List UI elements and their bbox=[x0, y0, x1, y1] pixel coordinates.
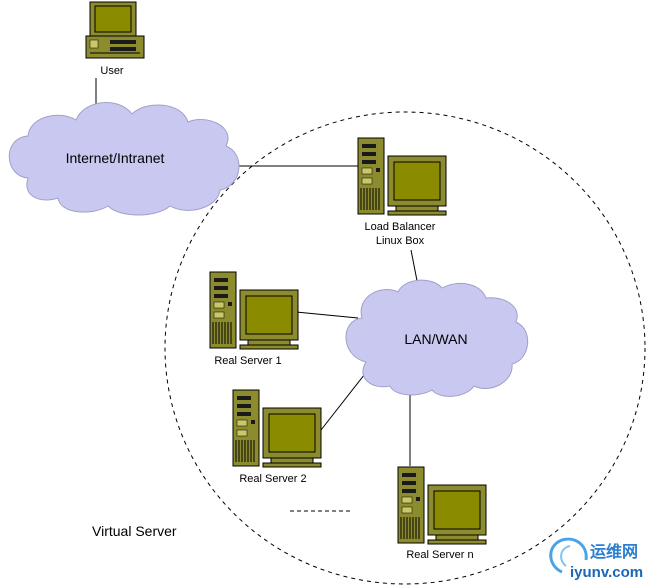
link-rs2-lan bbox=[320, 369, 369, 431]
rsn-label: Real Server n bbox=[406, 549, 473, 561]
real-server-1-icon bbox=[209, 271, 299, 350]
user-workstation-icon bbox=[85, 1, 145, 59]
rs1-label: Real Server 1 bbox=[214, 355, 281, 367]
link-rs1-lan bbox=[295, 311, 359, 319]
virtual-server-label: Virtual Server bbox=[92, 523, 177, 539]
virtual-server-boundary bbox=[164, 111, 646, 585]
watermark-url: iyunv.com bbox=[570, 564, 643, 581]
internet-label: Internet/Intranet bbox=[66, 150, 165, 166]
watermark-logo-icon bbox=[549, 537, 588, 574]
lb-label-line1: Load Balancer bbox=[365, 221, 436, 233]
watermark-logo-inner-icon bbox=[560, 545, 571, 567]
watermark-chinese: 运维网 bbox=[590, 542, 638, 561]
lan-cloud bbox=[345, 279, 529, 397]
lan-label: LAN/WAN bbox=[404, 331, 467, 347]
lb-label-line2: Linux Box bbox=[376, 235, 425, 247]
user-label: User bbox=[100, 65, 124, 77]
real-server-2-icon bbox=[232, 389, 322, 468]
load-balancer-icon bbox=[357, 137, 447, 216]
watermark: 运维网 iyunv.com bbox=[549, 537, 643, 581]
rs2-label: Real Server 2 bbox=[239, 473, 306, 485]
real-server-n-icon bbox=[397, 466, 487, 545]
internet-cloud bbox=[8, 102, 240, 216]
